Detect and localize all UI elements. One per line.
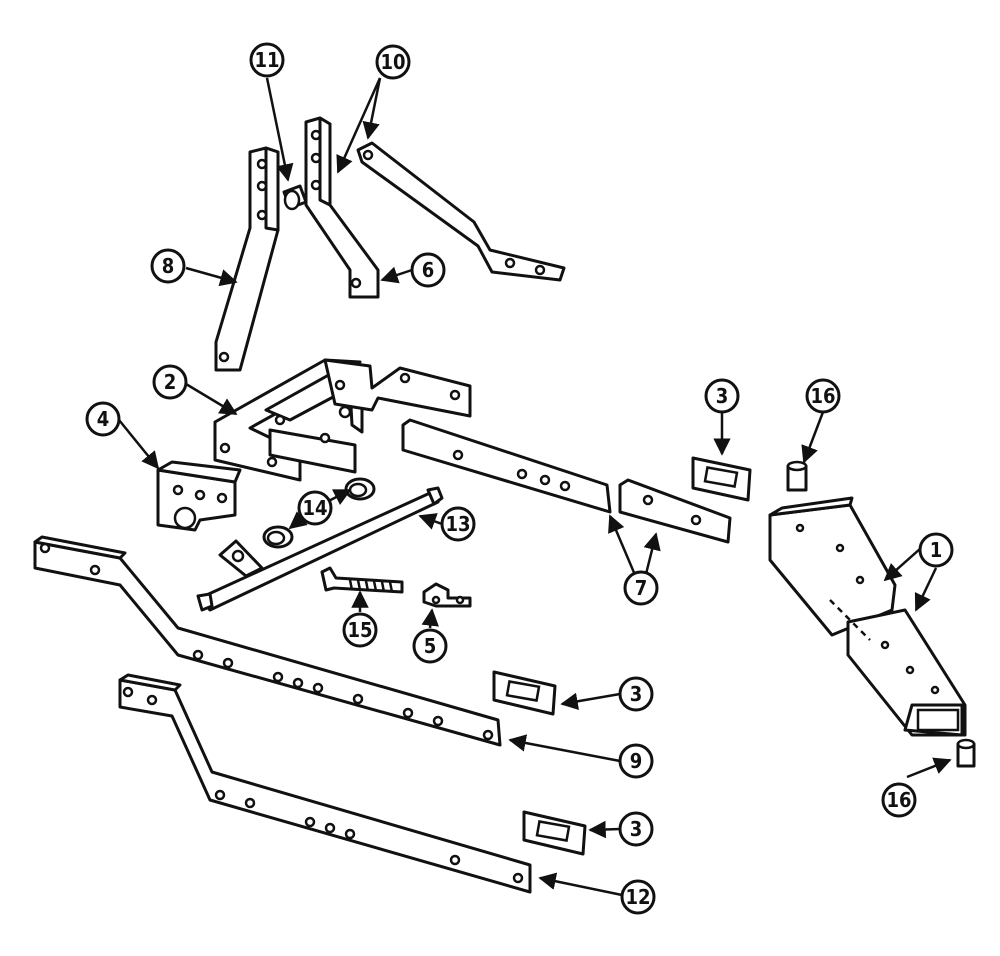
part-2-yoke [213,358,472,482]
callout-12: 12 [620,879,656,915]
part-6-upright-bracket [304,116,380,299]
part-1-tube [768,496,967,737]
svg-text:2: 2 [164,370,177,394]
svg-text:3: 3 [630,817,643,841]
part-3-pad-top [691,456,752,502]
callout-15: 15 [342,612,378,648]
part-9-side-bar [33,535,502,747]
callout-2: 2 [152,364,188,400]
callout-8: 8 [150,248,186,284]
callout-16-top: 16 [805,378,841,414]
svg-text:3: 3 [630,682,643,706]
part-16-bushing-top [786,460,808,492]
part-4-plate [156,460,242,532]
svg-text:9: 9 [630,749,643,773]
callout-3-bottom: 3 [618,811,654,847]
callout-14: 14 [297,490,333,526]
part-14-clamps [262,477,376,549]
svg-text:5: 5 [424,634,437,658]
svg-text:14: 14 [302,496,327,520]
callout-10: 10 [375,44,411,80]
part-10-brace [356,141,566,282]
part-13-cross-shaft [196,486,444,612]
part-12-side-bar [118,673,532,894]
part-3-pad-bottom [522,810,587,856]
callout-9: 9 [618,743,654,779]
callout-4: 4 [85,401,121,437]
svg-text:15: 15 [347,618,372,642]
svg-text:3: 3 [716,384,729,408]
svg-text:4: 4 [97,407,110,431]
part-3-pad-middle [492,670,557,716]
part-5-angle-bracket [422,582,472,608]
svg-text:12: 12 [625,885,650,909]
svg-text:1: 1 [930,538,943,562]
svg-text:16: 16 [886,788,911,812]
callout-3-top: 3 [704,378,740,414]
part-16-bushing-bottom [956,738,976,768]
part-7-bar [401,418,732,544]
callout-3-middle: 3 [618,676,654,712]
svg-text:6: 6 [422,258,435,282]
callout-16-bottom: 16 [881,782,917,818]
callout-1: 1 [918,532,954,568]
svg-text:7: 7 [635,576,648,600]
callout-5: 5 [412,628,448,664]
svg-text:10: 10 [380,50,405,74]
callout-13: 13 [440,506,476,542]
svg-text:11: 11 [254,48,279,72]
svg-text:13: 13 [445,512,470,536]
svg-text:8: 8 [162,254,175,278]
callout-11: 11 [249,42,285,78]
part-11-spacer [282,184,308,211]
part-15-bolt [320,566,404,594]
callout-7: 7 [623,570,659,606]
svg-text:16: 16 [810,384,835,408]
part-8-upright-bracket [214,146,280,372]
callout-6: 6 [410,252,446,288]
